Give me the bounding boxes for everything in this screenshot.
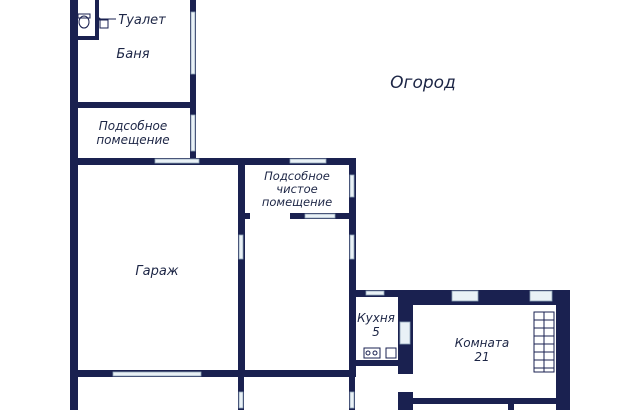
wall-top-right — [190, 0, 196, 158]
window-clean-utility-right — [349, 174, 355, 198]
wall-garage-bottom — [70, 370, 356, 377]
wall-room-top — [398, 290, 570, 305]
window-middle-right — [349, 234, 355, 260]
label-clean-utility-line1: Подсобное — [264, 169, 330, 183]
kitchen-sink-fixture — [385, 347, 397, 359]
window-room-top-right — [529, 290, 553, 302]
wall-room-right — [556, 290, 570, 410]
wall-bath-bottom — [70, 102, 196, 108]
room-labels: Огород Туалет Баня Подсобное помещение П… — [96, 13, 509, 364]
window-kitchen-top — [365, 290, 385, 296]
window-garage-bottom — [112, 371, 202, 377]
window-bath-right — [190, 11, 196, 75]
wall-garage-left — [70, 158, 78, 410]
window-lower-right — [349, 391, 355, 409]
door-kitchen-room — [398, 374, 413, 392]
window-utility-right — [190, 114, 196, 152]
window-kitchen-right — [399, 321, 411, 345]
doors — [250, 213, 413, 392]
label-utility-room-line2: помещение — [96, 133, 169, 147]
window-garage-top — [154, 158, 200, 164]
wall-garage-top — [70, 158, 356, 165]
wall-toilet-divider — [95, 0, 99, 40]
sink-fixture — [99, 19, 109, 29]
walls — [70, 0, 570, 410]
label-kitchen: Кухня — [357, 311, 395, 325]
wall-room-bottom — [410, 398, 560, 404]
windows — [112, 11, 553, 409]
label-garage: Гараж — [135, 264, 178, 279]
wall-clean-utility-right — [349, 158, 356, 376]
wall-lower-left-vertical — [70, 377, 78, 410]
door-clean-utility — [250, 213, 290, 219]
wall-kitchen-bottom — [349, 360, 409, 366]
label-toilet: Туалет — [118, 13, 166, 28]
wall-clean-utility-bottom — [238, 213, 356, 219]
label-kitchen-number: 5 — [372, 325, 380, 339]
stove-fixture — [363, 347, 381, 359]
stove-burner-2 — [372, 350, 378, 356]
window-clean-utility-bottom — [304, 213, 336, 219]
label-room: Комната — [455, 336, 509, 350]
wall-room-lower-left — [398, 398, 410, 410]
label-bathhouse: Баня — [116, 47, 149, 62]
label-garden: Огород — [390, 73, 456, 93]
label-clean-utility-line2: чистое — [276, 182, 317, 196]
wall-room-bottom-pier — [508, 398, 514, 410]
toilet-tank — [77, 13, 91, 19]
staircase — [533, 311, 555, 373]
label-utility-room-line1: Подсобное — [99, 119, 168, 133]
label-clean-utility-line3: помещение — [262, 195, 332, 209]
wall-garage-middle — [238, 158, 245, 376]
window-middle-left — [238, 234, 244, 260]
wall-toilet-bottom — [74, 36, 98, 40]
label-room-number: 21 — [474, 350, 489, 364]
window-clean-utility-top — [289, 158, 327, 164]
toilet-fixture — [78, 15, 90, 29]
stove-burner-1 — [365, 350, 371, 356]
wall-top-left-outer — [70, 0, 78, 165]
fixtures — [77, 13, 555, 373]
window-lower-mid — [238, 391, 244, 409]
window-room-top-left — [451, 290, 479, 302]
